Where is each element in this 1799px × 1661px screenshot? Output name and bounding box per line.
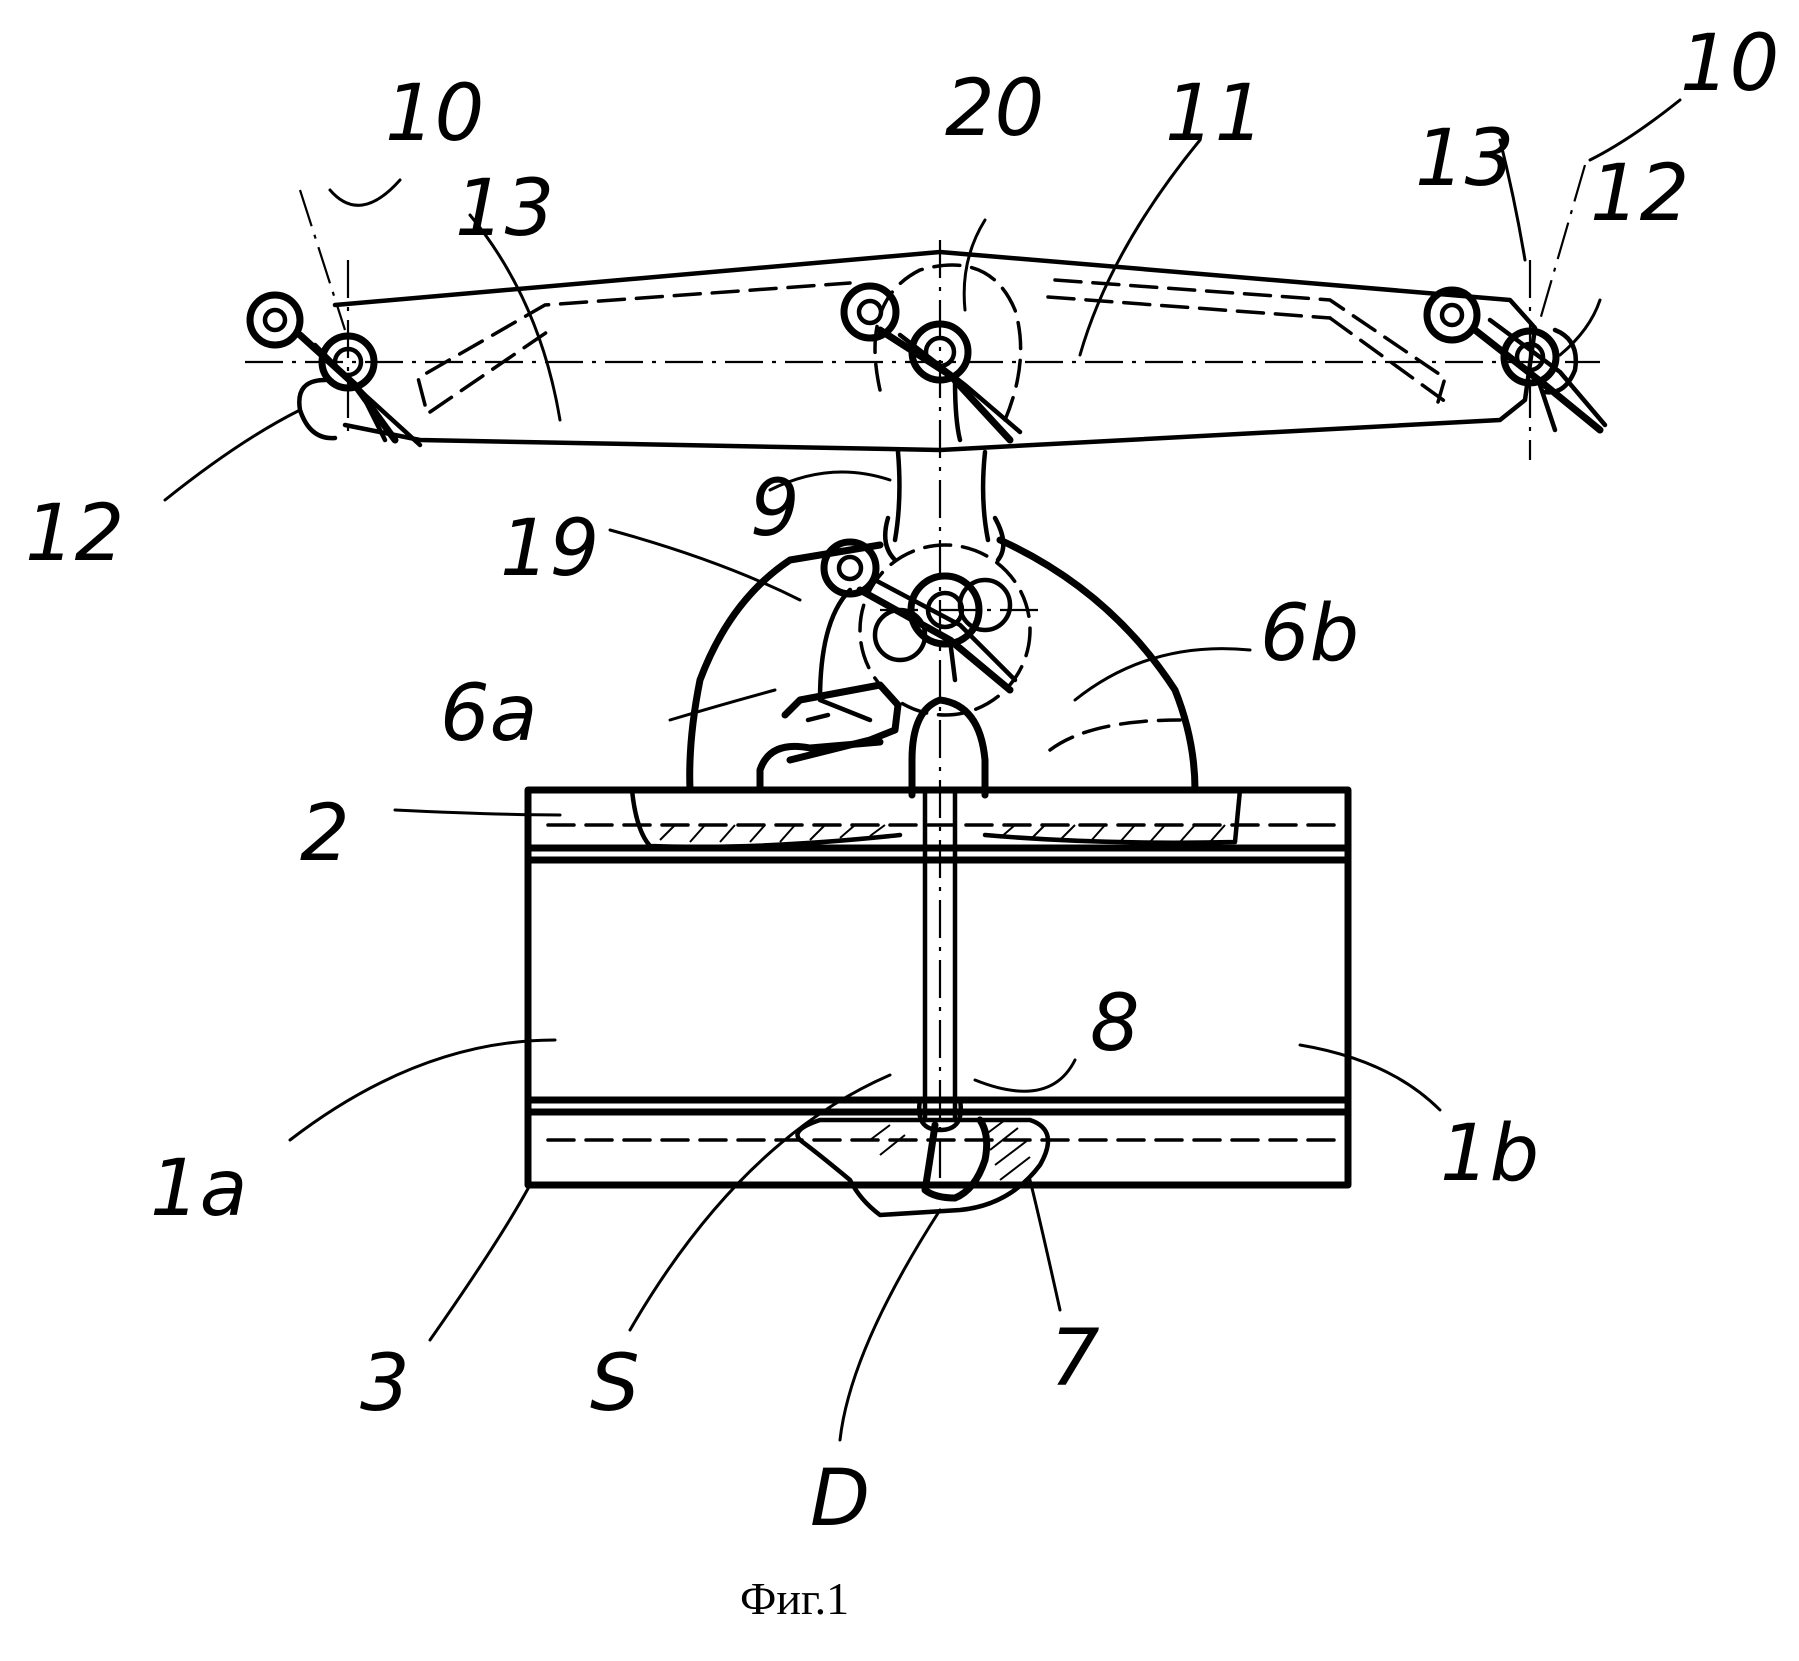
label-11: 11 [1165, 69, 1264, 159]
label-7: 7 [1050, 1314, 1100, 1404]
label-19: 19 [500, 504, 599, 594]
label-8: 8 [1090, 979, 1140, 1069]
label-13-left: 13 [455, 164, 554, 254]
label-2: 2 [300, 789, 350, 879]
label-9: 9 [750, 464, 800, 554]
label-12-right: 12 [1590, 149, 1689, 239]
center-pin-assembly [844, 265, 1021, 440]
label-10-right: 10 [1680, 19, 1779, 109]
label-20: 20 [945, 64, 1044, 154]
label-3: 3 [360, 1339, 410, 1429]
label-10-left: 10 [385, 69, 484, 159]
center-stem [912, 700, 985, 1120]
figure-caption: Фиг.1 [740, 1573, 849, 1624]
label-12-left: 12 [25, 489, 124, 579]
label-6a: 6a [440, 669, 537, 759]
pin-19-assembly [824, 542, 1015, 690]
label-1b: 1b [1440, 1109, 1539, 1199]
label-13-right: 13 [1415, 114, 1514, 204]
label-6b: 6b [1260, 589, 1359, 679]
label-S: S [590, 1339, 640, 1429]
label-1a: 1a [150, 1144, 247, 1234]
label-D: D [810, 1454, 870, 1544]
top-weld [632, 790, 1240, 847]
labels: 10 13 12 20 11 13 10 12 9 19 6b 6a 2 8 1… [25, 19, 1779, 1544]
